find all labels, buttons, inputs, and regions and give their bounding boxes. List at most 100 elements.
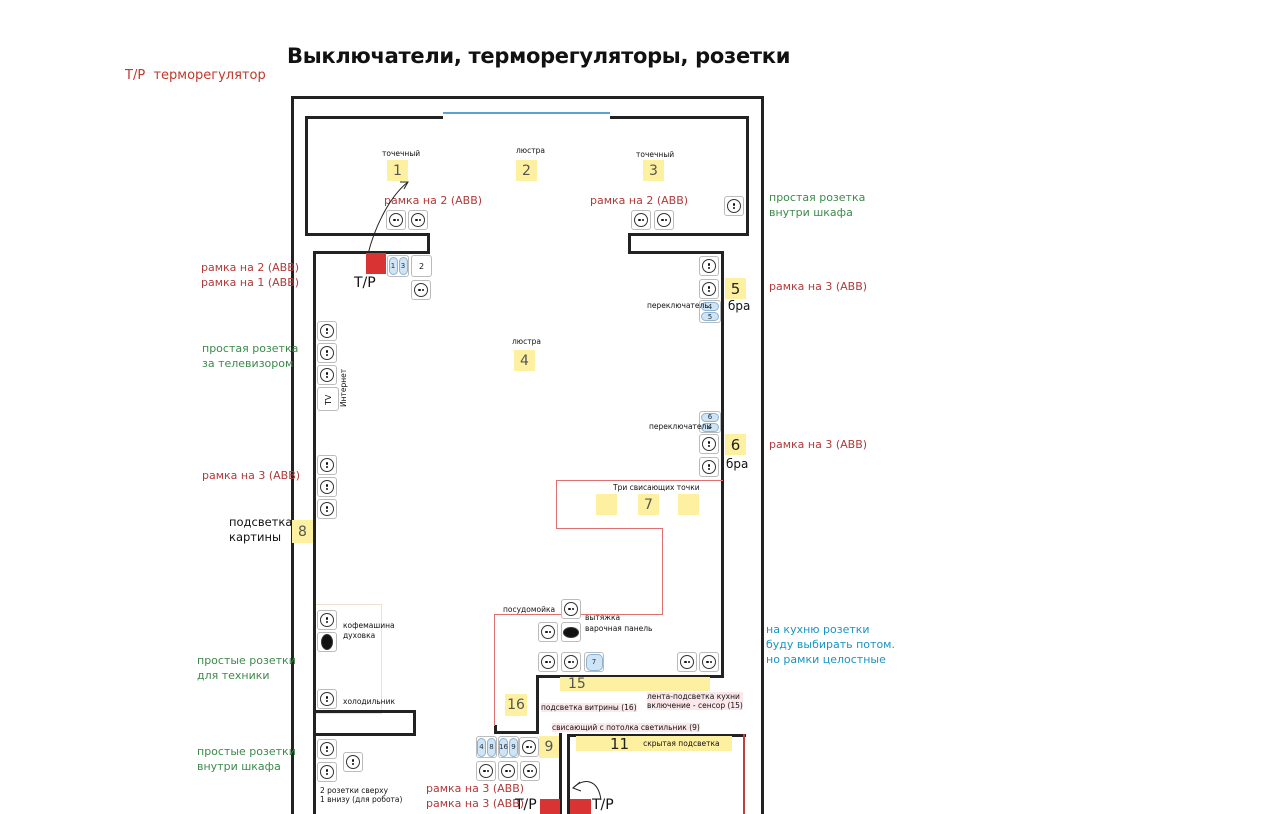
note-frame3-bottom: рамка на 3 (ABB) рамка на 3 (ABB): [426, 782, 525, 810]
partition-left: [427, 233, 430, 253]
socket: [411, 280, 431, 300]
note-frame-left-1: рамка на 2 (ABB) рамка на 1 (ABB): [201, 261, 300, 289]
socket: [317, 455, 337, 475]
top-room-wall-bottom-right: [628, 233, 749, 236]
switch-6-4[interactable]: 6 4: [699, 411, 721, 433]
coffee-label: кофемашина: [343, 621, 395, 630]
top-room-wall-right: [746, 116, 749, 236]
socket: [317, 365, 337, 385]
socket: [408, 210, 428, 230]
outer-wall-right: [761, 96, 764, 814]
route-line: [556, 480, 557, 529]
switch-key[interactable]: 16: [499, 737, 508, 757]
route-line: [556, 528, 663, 529]
switch-key[interactable]: 7: [585, 653, 603, 671]
switch-key[interactable]: 9: [509, 737, 518, 757]
thermostat[interactable]: [570, 799, 591, 814]
switch-key[interactable]: 3: [398, 257, 408, 275]
socket: [699, 652, 719, 672]
main-wall-left: [313, 251, 316, 814]
note-hanging-lamp: свисающий с потолка светильник (9): [552, 723, 700, 732]
switch-key[interactable]: 4: [701, 422, 719, 432]
socket: [631, 210, 651, 230]
socket: [317, 343, 337, 363]
socket: [317, 762, 337, 782]
thermostat[interactable]: [366, 253, 386, 274]
switch-key[interactable]: 8: [487, 737, 496, 757]
note-picture-light: подсветка картины: [229, 515, 293, 544]
thermostat[interactable]: [540, 799, 560, 814]
bath2-wall-right: [743, 734, 745, 814]
switch-key[interactable]: 5: [701, 312, 719, 321]
socket: [561, 652, 581, 672]
socket: [561, 599, 581, 619]
socket: [317, 689, 337, 709]
outer-wall-top: [291, 96, 764, 99]
socket: [520, 761, 540, 781]
light-11-marker: 11 скрытая подсветка: [576, 735, 732, 753]
socket: [699, 256, 719, 276]
socket: [519, 737, 539, 757]
switch-16-9[interactable]: 16 9: [498, 736, 519, 758]
light-6-label: бра: [726, 457, 749, 471]
route-line: [494, 614, 495, 726]
top-room-wall-bottom-left: [305, 233, 430, 236]
socket: [724, 196, 744, 216]
socket: [677, 652, 697, 672]
note-kitchen-strip: лента-подсветка кухни включение - сенсор…: [647, 692, 743, 710]
socket: [317, 739, 337, 759]
main-wall-top-left: [313, 251, 430, 254]
switch-key[interactable]: 1: [388, 257, 398, 275]
closet-wall-step: [413, 710, 416, 734]
route-line: [556, 480, 723, 481]
light-7a-marker: [596, 494, 617, 515]
note-frame2-left: рамка на 2 (ABB): [384, 194, 483, 207]
hob-socket: [561, 622, 581, 642]
switch-key[interactable]: 4: [477, 737, 486, 757]
thermostat-label: Т/Р: [592, 797, 614, 813]
light-16-marker: 16: [505, 694, 527, 716]
bath2-wall-left: [567, 734, 570, 814]
note-frame2-right: рамка на 2 (ABB): [590, 194, 689, 207]
socket: [654, 210, 674, 230]
light-5-label: бра: [728, 299, 751, 313]
switch-label-2: переключатель: [649, 422, 711, 431]
partition-right: [628, 233, 631, 253]
light-6-marker: 6: [725, 434, 746, 455]
light-4-marker: 4: [514, 350, 535, 371]
switch-7[interactable]: 7: [584, 652, 604, 672]
closet-wall-top2: [313, 733, 416, 736]
internet-label: Интернет: [339, 368, 348, 407]
note-robot: 2 розетки сверху 1 внизу (для робота): [320, 786, 403, 804]
kitchen-wall-step: [536, 675, 539, 733]
switch-key[interactable]: 6: [701, 412, 719, 422]
socket: [386, 210, 406, 230]
hob-label: варочная панель: [585, 624, 653, 633]
light-4-label: люстра: [512, 337, 541, 346]
corridor-wall-v: [494, 725, 497, 734]
corridor-wall-h: [494, 731, 539, 734]
closet-wall-top: [313, 710, 416, 713]
legend-label: терморегулятор: [153, 68, 266, 83]
light-7c-marker: [678, 494, 699, 515]
light-8-marker: 8: [292, 520, 313, 543]
switch-key[interactable]: 4: [701, 302, 719, 311]
thermostat-label: Т/Р: [354, 275, 376, 291]
note-closet-sockets: простые розетки внутри шкафа: [197, 745, 296, 773]
socket: [538, 652, 558, 672]
socket: [317, 477, 337, 497]
light-9-marker: 9: [539, 736, 559, 758]
top-room-wall-top-right: [610, 116, 749, 119]
switch-1-3[interactable]: 1 3: [387, 255, 409, 277]
switch-4-5[interactable]: 4 5: [699, 300, 721, 323]
switch-4-8[interactable]: 4 8: [476, 736, 497, 758]
top-room-wall-left: [305, 116, 308, 236]
light-2-label: люстра: [516, 146, 545, 155]
switch-label-1: переключатель: [647, 301, 709, 310]
fridge-label: холодильник: [343, 697, 395, 706]
switch-2[interactable]: 2: [411, 255, 432, 277]
light-1-label: точечный: [382, 149, 421, 158]
page-title: Выключатели, терморегуляторы, розетки: [287, 44, 791, 68]
socket: [498, 761, 518, 781]
tv-internet-socket: [317, 387, 339, 411]
